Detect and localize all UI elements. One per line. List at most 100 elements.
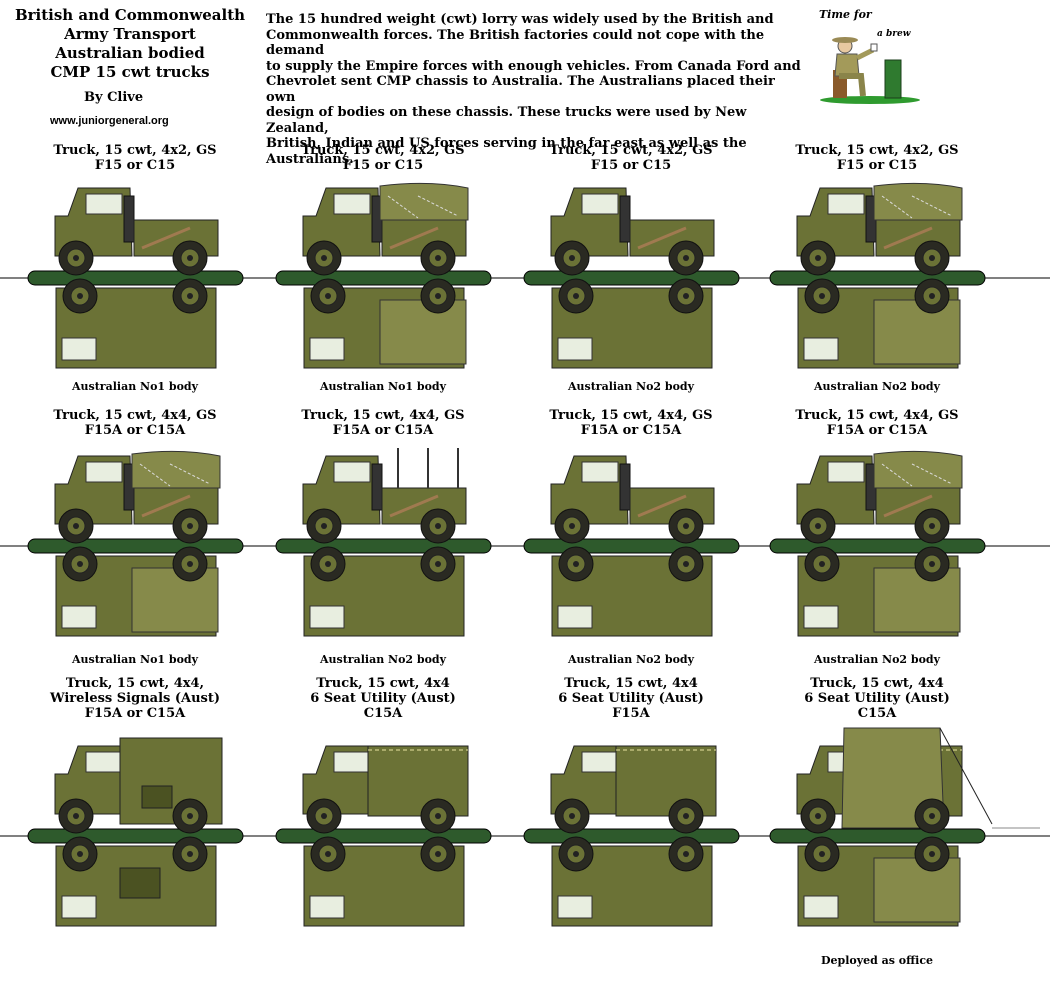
caption-line: C15A: [857, 706, 897, 721]
body-type-label: Australian No2 body: [567, 653, 695, 666]
caption-line: F15 or C15: [590, 158, 672, 173]
top-view-windscreen: [557, 895, 593, 919]
base-strip: [27, 270, 244, 286]
soldier-legs-shape: [839, 73, 866, 97]
top-view-windscreen: [61, 605, 97, 629]
caption-line: Truck, 15 cwt, 4x4: [564, 676, 698, 691]
top-view-windscreen: [803, 895, 839, 919]
canvas-tilt: [379, 182, 469, 221]
top-view-windscreen: [61, 337, 97, 361]
grille: [619, 463, 631, 511]
wheel-center: [435, 523, 441, 529]
wheel-center: [187, 523, 193, 529]
wheel-center: [569, 255, 575, 261]
wheel-center: [187, 293, 193, 299]
caption-line: F15 or C15: [342, 158, 424, 173]
truck-1: [54, 187, 219, 369]
title-line: Australian bodied: [55, 44, 205, 62]
title: British and Commonwealth Army Transport …: [0, 6, 260, 82]
top-view-hatch: [119, 867, 161, 899]
intro-line: Commonwealth forces. The British factori…: [266, 27, 765, 59]
wheel-center: [683, 255, 689, 261]
top-view-windscreen: [803, 605, 839, 629]
caption-line: Truck, 15 cwt, 4x4, GS: [301, 408, 465, 423]
caption-line: F15 or C15: [94, 158, 176, 173]
utility-body: [367, 745, 469, 817]
caption-line: F15A or C15A: [826, 423, 928, 438]
base-strip: [769, 538, 986, 554]
body-type-label: Deployed as office: [820, 954, 934, 967]
caption-line: Truck, 15 cwt, 4x4, GS: [549, 408, 713, 423]
wheel-center: [573, 293, 579, 299]
caption-line: C15A: [363, 706, 403, 721]
cab-window: [581, 751, 619, 773]
body-type-label: Australian No1 body: [71, 653, 199, 666]
wheel-center: [929, 255, 935, 261]
caption-line: 6 Seat Utility (Aust): [558, 691, 704, 706]
top-view-windscreen: [61, 895, 97, 919]
tea-break-logo: Time for a brew: [819, 8, 920, 104]
caption-line: F15A or C15A: [84, 706, 186, 721]
top-view-canvas: [379, 299, 467, 365]
wheel-center: [187, 851, 193, 857]
truck-10: [302, 745, 469, 927]
intro-line: British, Indian and US forces serving in…: [266, 136, 747, 151]
caption-line: Truck, 15 cwt, 4x4: [810, 676, 944, 691]
title-line: British and Commonwealth: [14, 6, 246, 24]
tool-handle: [389, 226, 439, 250]
base-strip: [769, 828, 986, 844]
author-byline: By Clive: [84, 90, 144, 105]
top-view-windscreen: [557, 605, 593, 629]
tool-handle: [141, 226, 191, 250]
wheel-center: [819, 561, 825, 567]
wheel-center: [683, 851, 689, 857]
title-line: CMP 15 cwt trucks: [50, 63, 210, 81]
tool-handle: [883, 494, 933, 518]
tent-guy-line: [939, 727, 993, 825]
caption-line: Truck, 15 cwt, 4x4: [316, 676, 450, 691]
body-type-label: Australian No1 body: [71, 380, 199, 393]
canvas-tilt: [131, 450, 221, 489]
wheel-center: [815, 523, 821, 529]
caption-line: F15A or C15A: [332, 423, 434, 438]
tea-urn-shape: [884, 59, 902, 99]
cab-window: [581, 461, 619, 483]
top-view-canvas: [873, 857, 961, 923]
tool-handle: [141, 494, 191, 518]
wheel-center: [683, 523, 689, 529]
truck-caption: Truck, 15 cwt, 4x4,Wireless Signals (Aus…: [15, 676, 255, 721]
base-strip: [275, 538, 492, 554]
caption-line: F15A or C15A: [580, 423, 682, 438]
wheel-center: [819, 851, 825, 857]
tool-handle: [637, 494, 687, 518]
wheel-center: [683, 293, 689, 299]
caption-line: Truck, 15 cwt, 4x4, GS: [53, 408, 217, 423]
truck-11: [550, 745, 717, 927]
top-view-windscreen: [557, 337, 593, 361]
caption-line: F15 or C15: [836, 158, 918, 173]
wheel-center: [77, 851, 83, 857]
intro-text: The 15 hundred weight (cwt) lorry was wi…: [266, 12, 806, 167]
wheel-center: [435, 813, 441, 819]
wheel-center: [187, 255, 193, 261]
cab-window: [827, 461, 865, 483]
wheel-center: [325, 293, 331, 299]
truck-8: [796, 450, 963, 637]
body-type-label: Australian No2 body: [813, 380, 941, 393]
cab-window: [333, 751, 371, 773]
caption-line: 6 Seat Utility (Aust): [804, 691, 950, 706]
wheel-center: [77, 561, 83, 567]
wheel-center: [815, 255, 821, 261]
top-view-windscreen: [803, 337, 839, 361]
truck-2: [302, 182, 469, 369]
tilt-straps: [139, 463, 211, 487]
website-link[interactable]: www.juniorgeneral.org: [50, 115, 169, 127]
tool-handle: [389, 494, 439, 518]
